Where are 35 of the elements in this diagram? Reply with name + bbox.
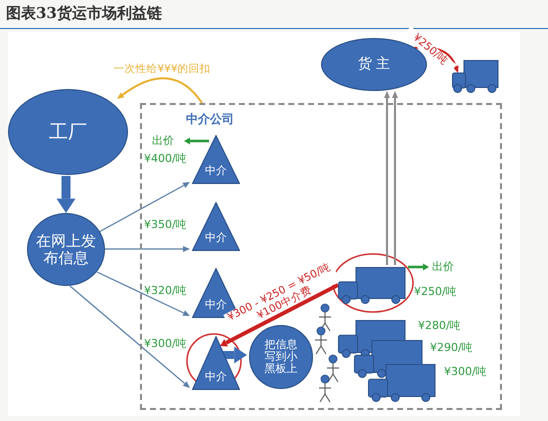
truck-icon [368,364,436,402]
arrow [116,77,203,104]
arrow [70,286,190,388]
price-label: ¥290/吨 [430,340,473,355]
truck-icon [338,267,406,304]
triangle-node [192,135,240,184]
node-label: 中介 [204,369,228,384]
price-label: ¥300/吨 [444,364,487,379]
node-label: 货 主 [358,56,390,72]
triangle-node [192,202,240,251]
node-label: 中介 [204,230,228,245]
price-label: ¥280/吨 [418,318,461,333]
price-label: ¥400/吨 [144,151,187,166]
node-label: 把信息写到小黑板上 [264,338,298,376]
arrow [96,271,190,316]
price-label: ¥320/吨 [144,283,187,298]
arrow [105,246,190,252]
triangle-node [192,336,240,390]
price-label: ¥300/吨 [144,336,187,351]
arrow [392,91,398,265]
truck-icon [452,60,499,93]
price-label: 出价 [152,133,174,148]
price-label: ¥350/吨 [144,217,187,232]
arrow [220,283,339,347]
title: 图表33货运市场利益链 [6,4,162,23]
arrow [223,346,247,364]
price-label: ¥250/吨 [414,284,457,299]
price-label: 出价 [432,259,454,274]
node-label: 在网上发布信息 [35,233,97,266]
arrow [56,176,76,213]
frame-heading: 中介公司 [186,111,234,128]
arrow [98,182,190,233]
node-label: 中介 [204,163,228,178]
arrow [384,91,390,265]
node-label: 工厂 [49,122,87,142]
